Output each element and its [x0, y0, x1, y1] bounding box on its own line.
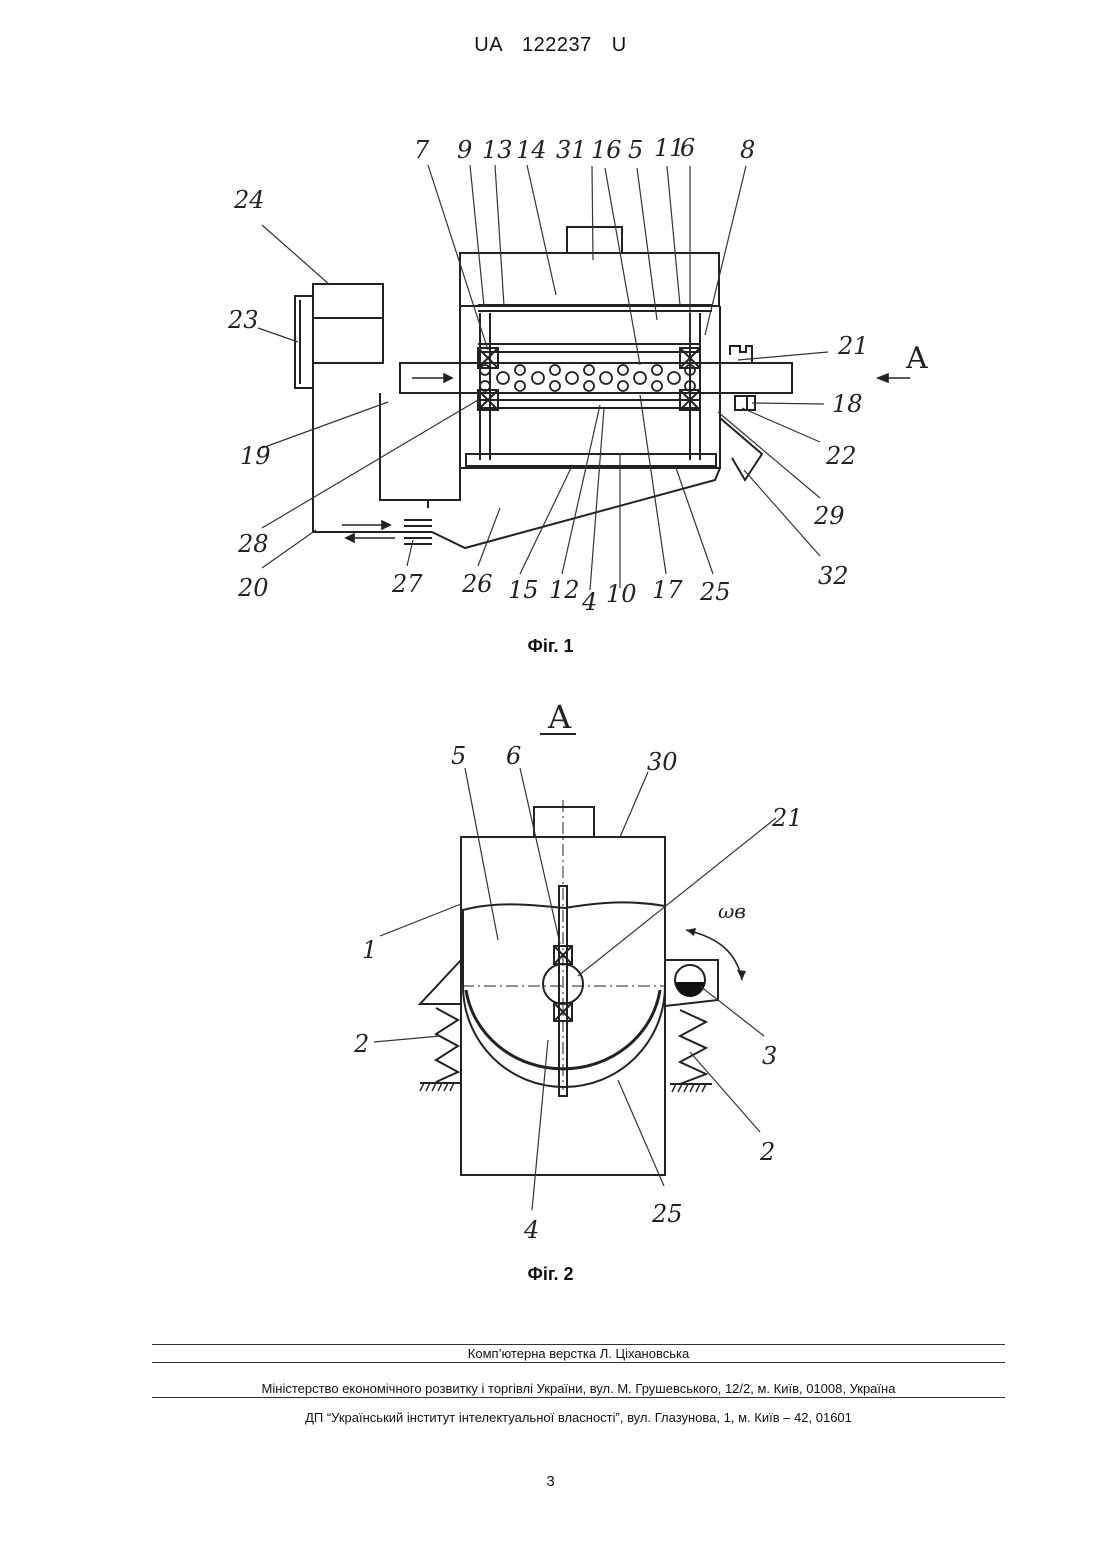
- fig2-view-marker: A: [547, 698, 572, 736]
- figure-2-drawing: A: [0, 690, 1101, 1250]
- fig2-spring-2-left: [436, 1008, 458, 1082]
- fig2-label: 5: [451, 742, 466, 770]
- fig1-label: 31: [556, 136, 587, 164]
- fig1-motor-24: [313, 284, 383, 318]
- document-number: UA 122237 U: [0, 34, 1101, 57]
- fig1-label: 25: [699, 578, 731, 606]
- fig1-label: 14: [516, 136, 547, 164]
- footer-rule-3: [152, 1397, 1005, 1398]
- footer-institute: ДП “Український інститут інтелектуальної…: [152, 1410, 1005, 1425]
- fig1-label: 7: [414, 136, 430, 164]
- footer-typesetter: Комп’ютерна верстка Л. Ціхановська: [152, 1346, 1005, 1361]
- fig2-spring-2-right: [680, 1010, 706, 1084]
- fig1-label: 15: [508, 576, 539, 604]
- fig2-label: 1: [362, 936, 377, 964]
- fig1-upper-housing: [460, 253, 719, 306]
- fig1-label: 17: [652, 576, 683, 604]
- fig1-label: 6: [680, 134, 695, 162]
- fig1-screen-25: [466, 454, 716, 466]
- fig2-label: 2: [353, 1030, 369, 1058]
- fig1-label: 16: [591, 136, 622, 164]
- fig1-label: 5: [628, 136, 643, 164]
- fig1-label: 4: [581, 588, 597, 616]
- fig2-label: 21: [771, 804, 803, 832]
- fig1-view-marker: A: [905, 341, 928, 376]
- fig1-label: 18: [832, 390, 863, 418]
- fig1-label: 32: [818, 562, 849, 590]
- fig1-drum-body: [460, 306, 720, 468]
- footer-rule-2: [152, 1362, 1005, 1363]
- fig1-frame-20: [313, 363, 404, 532]
- fig1-chute-32: [720, 418, 762, 480]
- fig1-label: 12: [549, 576, 580, 604]
- fig1-label: 13: [482, 136, 513, 164]
- fig2-label: 3: [762, 1042, 777, 1070]
- footer-rule-1: [152, 1344, 1005, 1345]
- fig2-label: 2: [759, 1138, 775, 1166]
- fig1-label: 26: [461, 570, 493, 598]
- fig1-label: 20: [237, 574, 269, 602]
- fig1-spring-27: [404, 520, 432, 544]
- fig2-omega-label: ωв: [718, 899, 746, 923]
- fig2-label: 30: [647, 748, 678, 776]
- fig1-label: 19: [240, 442, 271, 470]
- fig2-label: 6: [506, 742, 521, 770]
- fig2-label: 4: [523, 1216, 539, 1244]
- fig1-label: 8: [740, 136, 755, 164]
- fig1-label: 29: [813, 502, 845, 530]
- fig1-label: 22: [825, 442, 857, 470]
- fig1-part-31: [567, 227, 622, 253]
- fig1-shaft-18: [400, 363, 792, 393]
- page-number: 3: [0, 1473, 1101, 1490]
- fig1-label: 23: [227, 306, 259, 334]
- figure-1-drawing: 7 9 13 14 31 16 5 11 6 8 24 23 21 18 22 …: [0, 120, 1101, 620]
- figure-1-caption: Фіг. 1: [0, 636, 1101, 657]
- fig1-label: 10: [606, 580, 637, 608]
- fig2-part-30: [534, 807, 594, 837]
- fig1-label: 24: [233, 186, 265, 214]
- fig2-label: 25: [651, 1200, 683, 1228]
- fig1-label: 27: [391, 570, 423, 598]
- figure-2-caption: Фіг. 2: [0, 1264, 1101, 1285]
- fig1-label: 9: [457, 136, 472, 164]
- fig1-frame-26: [432, 468, 720, 548]
- fig1-label: 28: [237, 530, 269, 558]
- fig1-label: 21: [837, 332, 869, 360]
- footer-ministry: Міністерство економічного розвитку і тор…: [152, 1381, 1005, 1396]
